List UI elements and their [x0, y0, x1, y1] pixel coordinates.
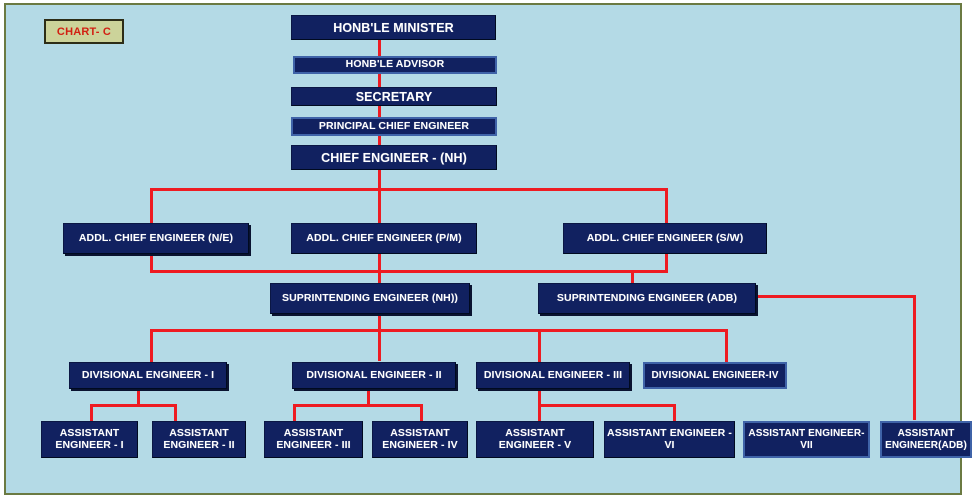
node-assistant-engineer-2[interactable]: ASSISTANT ENGINEER - II: [152, 421, 246, 458]
connector-se-adb-right: [756, 295, 916, 298]
node-assistant-engineer-6[interactable]: ASSISTANT ENGINEER - VI: [604, 421, 735, 458]
connector-secretary-pce: [378, 102, 381, 117]
connector-bus-to-de-4: [725, 329, 728, 362]
connector-bus-to-ace-pm: [378, 188, 381, 224]
chart-tag-label: CHART- C: [44, 19, 124, 44]
connector-minister-advisor: [378, 39, 381, 57]
connector-advisor-secretary: [378, 71, 381, 87]
node-assistant-engineer-7[interactable]: ASSISTANT ENGINEER-VII: [743, 421, 870, 458]
node-honble-minister[interactable]: HONB'LE MINISTER: [291, 15, 496, 40]
node-divisional-engineer-3[interactable]: DIVISIONAL ENGINEER - III: [476, 362, 630, 389]
connector-de3-bus: [538, 404, 676, 407]
node-assistant-engineer-4[interactable]: ASSISTANT ENGINEER - IV: [372, 421, 468, 458]
connector-bus-to-ace-sw: [665, 188, 668, 224]
node-honble-advisor[interactable]: HONB'LE ADVISOR: [293, 56, 497, 74]
node-divisional-engineer-2[interactable]: DIVISIONAL ENGINEER - II: [292, 362, 456, 389]
connector-se-nh-down: [378, 314, 381, 361]
connector-de1-to-ae1: [90, 404, 93, 421]
node-assistant-engineer-5[interactable]: ASSISTANT ENGINEER - V: [476, 421, 594, 458]
node-addl-chief-engineer-ne[interactable]: ADDL. CHIEF ENGINEER (N/E): [63, 223, 249, 254]
node-chief-engineer-nh[interactable]: CHIEF ENGINEER - (NH): [291, 145, 497, 170]
connector-de2-to-ae4: [420, 404, 423, 421]
node-divisional-engineer-1[interactable]: DIVISIONAL ENGINEER - I: [69, 362, 227, 389]
connector-to-se-adb: [631, 270, 634, 283]
node-superintending-engineer-nh[interactable]: SUPRINTENDING ENGINEER (NH)): [270, 283, 470, 314]
connector-ace-pm-down: [378, 254, 381, 273]
connector-ace-ne-down: [150, 254, 153, 273]
connector-pce-ce: [378, 132, 381, 145]
connector-de3-to-ae6: [673, 404, 676, 421]
connector-de2-down: [367, 388, 370, 406]
connector-divisional-bus: [150, 329, 728, 332]
node-principal-chief-engineer[interactable]: PRINCIPAL CHIEF ENGINEER: [291, 117, 497, 136]
node-addl-chief-engineer-pm[interactable]: ADDL. CHIEF ENGINEER (P/M): [291, 223, 477, 254]
connector-to-se-nh: [378, 270, 381, 283]
connector-se-adb-down: [913, 295, 916, 420]
connector-ace-lower-bus: [150, 270, 668, 273]
connector-bus-to-de-1: [150, 329, 153, 362]
connector-de2-to-ae3: [293, 404, 296, 421]
connector-de1-bus: [90, 404, 177, 407]
node-assistant-engineer-1[interactable]: ASSISTANT ENGINEER - I: [41, 421, 138, 458]
node-addl-chief-engineer-sw[interactable]: ADDL. CHIEF ENGINEER (S/W): [563, 223, 767, 254]
node-superintending-engineer-adb[interactable]: SUPRINTENDING ENGINEER (ADB): [538, 283, 756, 314]
connector-bus-addl-ce: [150, 188, 668, 191]
node-divisional-engineer-4[interactable]: DIVISIONAL ENGINEER-IV: [643, 362, 787, 389]
node-assistant-engineer-adb[interactable]: ASSISTANT ENGINEER(ADB): [880, 421, 972, 458]
connector-de1-down: [137, 388, 140, 406]
connector-bus-to-ace-ne: [150, 188, 153, 224]
connector-ace-sw-down: [665, 254, 668, 273]
connector-de2-bus: [293, 404, 423, 407]
connector-bus-to-de-3: [538, 329, 541, 362]
node-assistant-engineer-3[interactable]: ASSISTANT ENGINEER - III: [264, 421, 363, 458]
chart-canvas: CHART- C: [4, 3, 972, 495]
connector-ce-bus: [378, 165, 381, 191]
node-secretary[interactable]: SECRETARY: [291, 87, 497, 106]
connector-de1-to-ae2: [174, 404, 177, 421]
